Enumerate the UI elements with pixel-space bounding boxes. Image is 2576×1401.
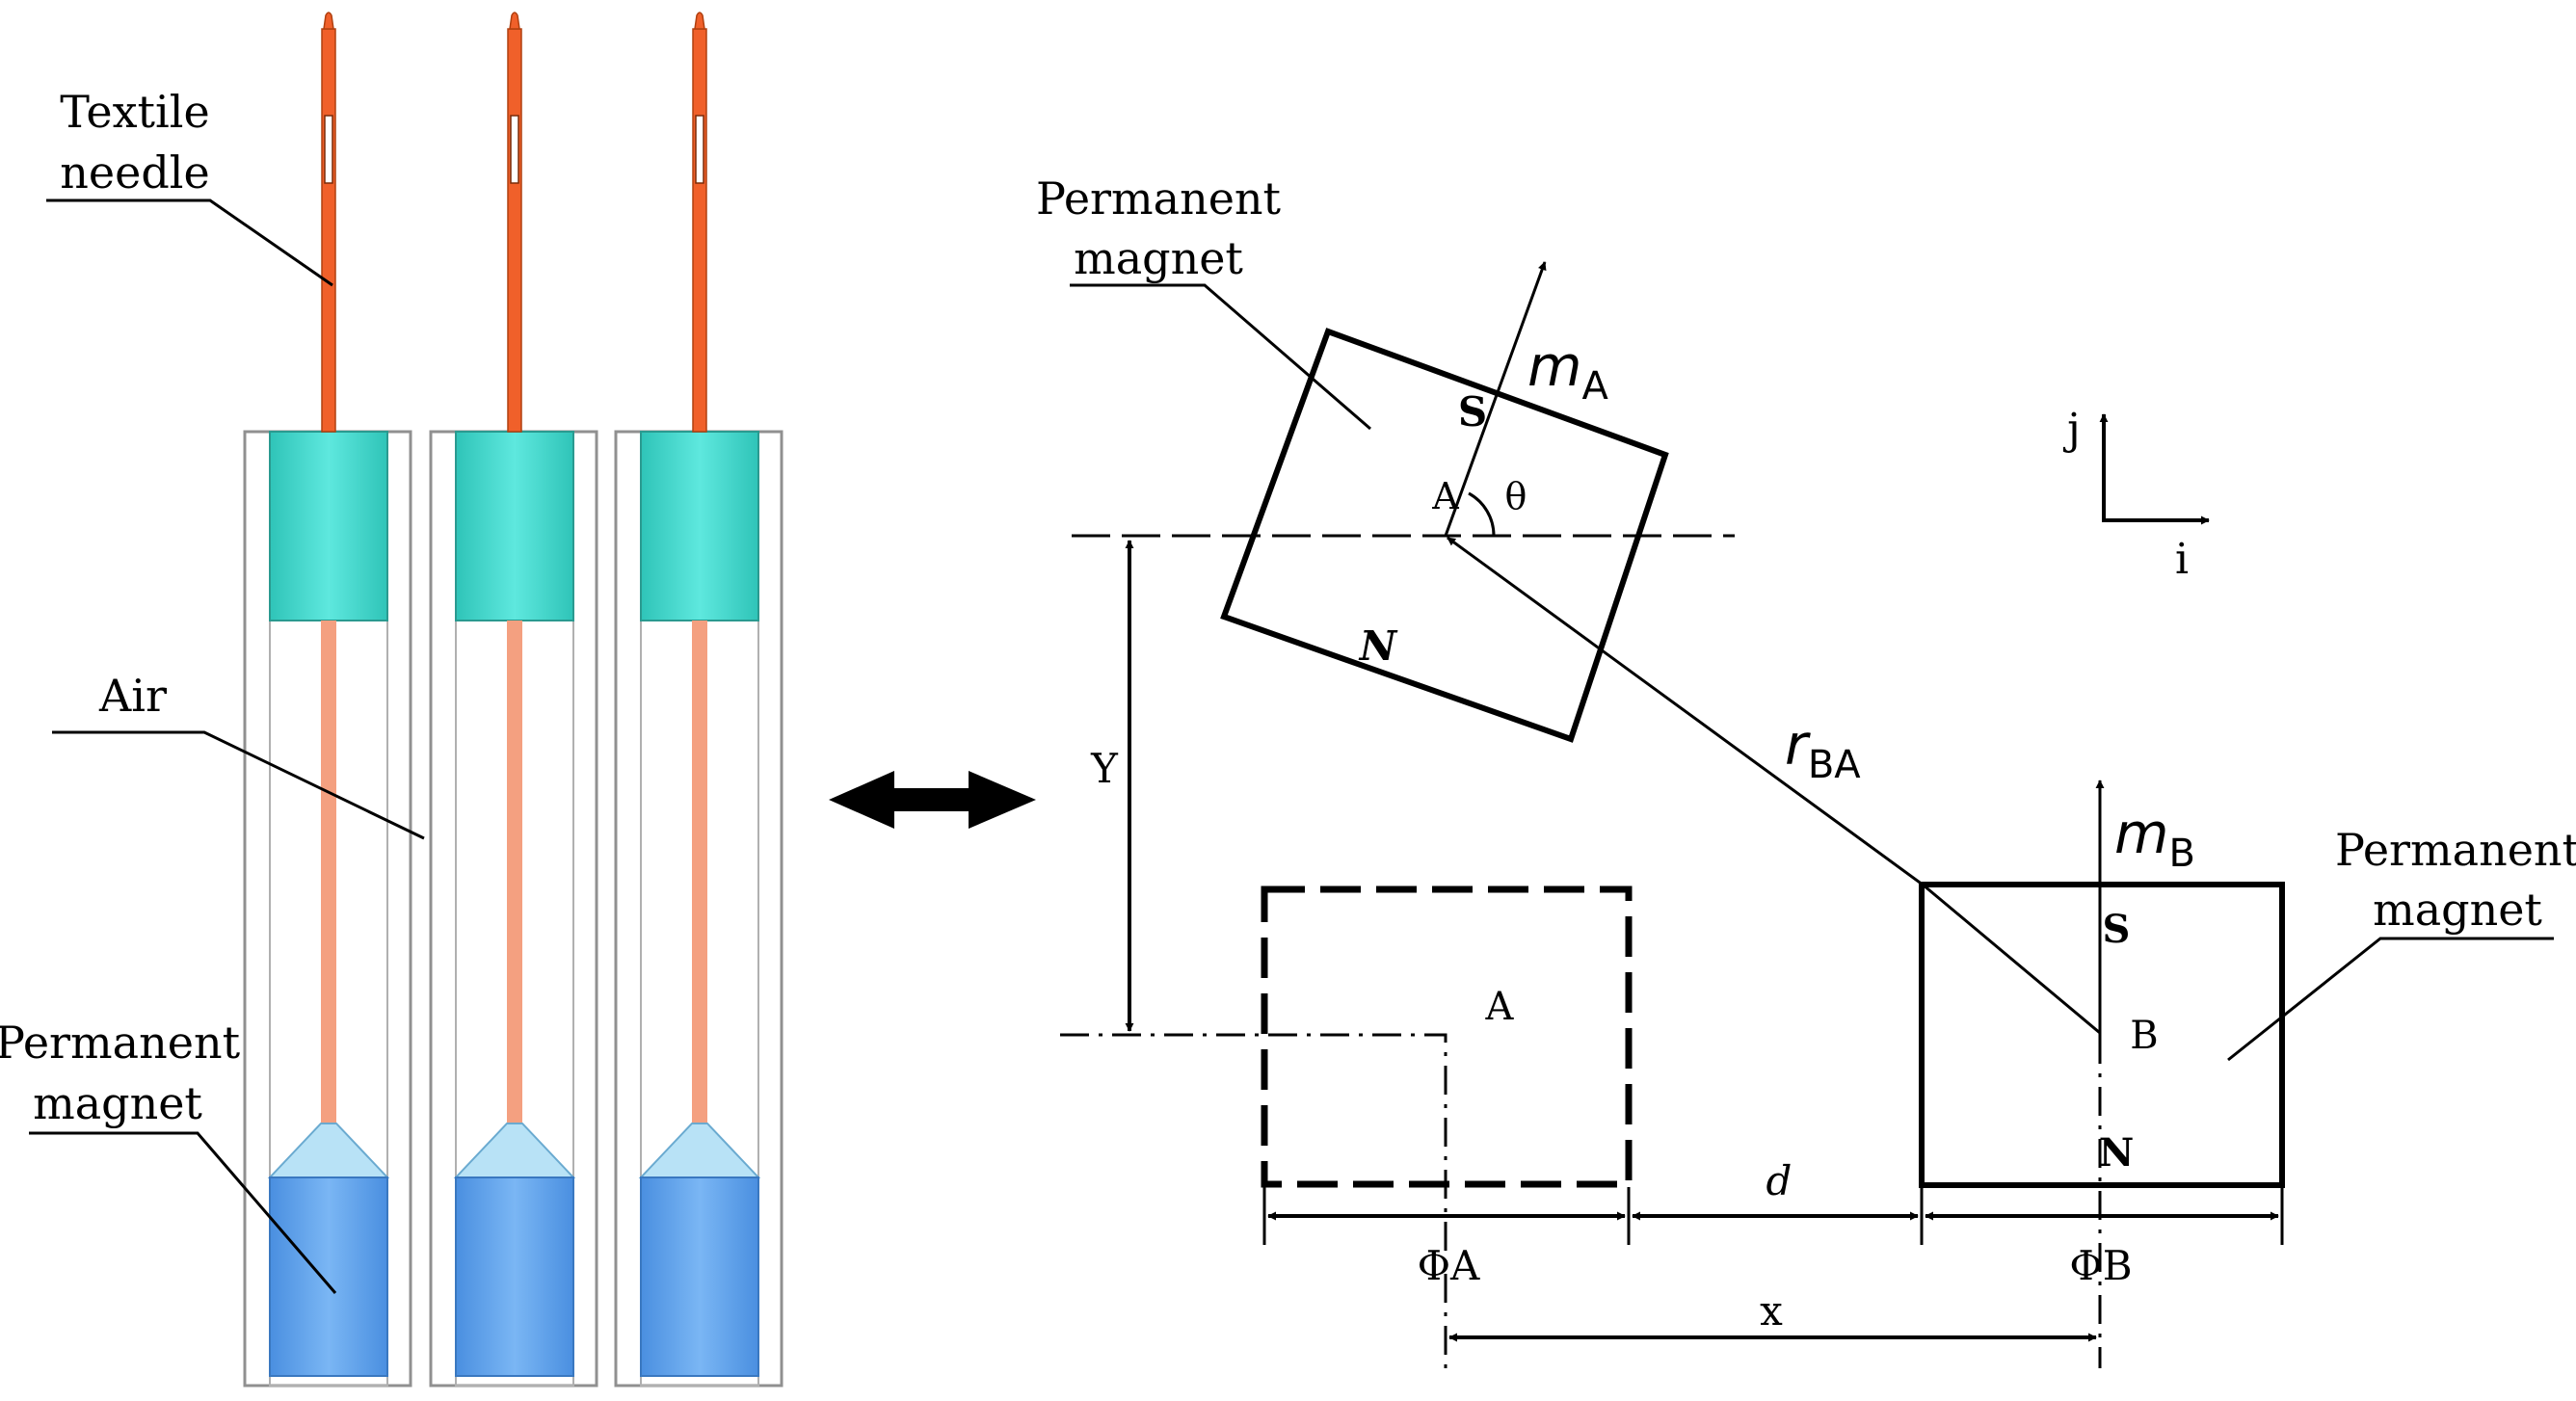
point-b-label: B	[2130, 1014, 2158, 1058]
magnet-b-label-line1: Permanent	[2335, 824, 2576, 876]
dim-y-label: Y	[1090, 745, 1119, 792]
magnet-a-label-line2: magnet	[1074, 232, 1243, 284]
needle-cap	[455, 431, 574, 621]
needle-leader-line	[46, 198, 333, 287]
needle-cone	[267, 1123, 390, 1178]
needle-rod	[692, 621, 707, 1125]
pole-s-b: S	[2103, 907, 2131, 952]
theta-label: θ	[1505, 475, 1527, 517]
needle-cone	[453, 1123, 576, 1178]
pole-n-a: N	[1358, 622, 1398, 670]
pole-s-a: S	[1458, 388, 1487, 436]
needle-shaft	[321, 28, 336, 433]
needle-shaft	[692, 28, 707, 433]
dim-phi-a-label: ΦA	[1418, 1242, 1480, 1289]
magnet-a-label-line1: Permanent	[1036, 172, 1282, 225]
air-leader-line	[52, 730, 425, 840]
left-magnet-label-line2: magnet	[33, 1077, 202, 1129]
point-a-dashed-label: A	[1485, 985, 1515, 1029]
dim-phi-b-label: ΦB	[2069, 1242, 2132, 1289]
magnet-b	[1919, 882, 2285, 1188]
needle-assembly-2	[429, 12, 598, 1388]
r-ba-vector	[1447, 536, 2101, 1035]
axis-i-label: i	[2175, 535, 2189, 584]
pole-n-b: N	[2099, 1130, 2135, 1176]
m-a-arrow	[1444, 261, 1547, 537]
needle-assembly-1	[243, 12, 412, 1388]
needle-hook	[509, 12, 520, 30]
magnet-b-label-line2: magnet	[2373, 884, 2542, 936]
left-magnet-label-line1: Permanent	[0, 1017, 241, 1069]
dim-d-label: d	[1766, 1157, 1793, 1204]
axis-j-label: j	[2062, 405, 2081, 454]
magnet-b-leader-line	[2227, 937, 2554, 1062]
double-arrow-icon	[829, 771, 1036, 829]
left-magnet-leader-line	[29, 1131, 337, 1294]
needle-hook	[323, 12, 334, 30]
needle-cap	[640, 431, 759, 621]
magnet-a-leader-line	[1070, 283, 1371, 431]
air-label: Air	[98, 670, 167, 722]
r-ba-label: rBA	[1785, 712, 1861, 787]
point-a-label: A	[1431, 475, 1459, 517]
needle-latch	[324, 115, 333, 184]
needle-label-line2: needle	[60, 146, 209, 198]
magnet-cylinder	[640, 1176, 759, 1377]
needle-cone	[638, 1123, 761, 1178]
reference-line-a-original	[1060, 1033, 1447, 1368]
needle-latch	[510, 115, 519, 184]
magnet-cylinder	[269, 1176, 388, 1377]
dim-x-label: x	[1760, 1287, 1783, 1335]
needle-shaft	[507, 28, 522, 433]
needle-cap	[269, 431, 388, 621]
needle-latch	[695, 115, 704, 184]
m-b-label: mB	[2114, 801, 2195, 876]
m-a-label: mA	[1527, 333, 1609, 409]
magnet-cylinder	[455, 1176, 574, 1377]
needle-assembly-3	[614, 12, 783, 1388]
magnet-a-rotated	[1220, 328, 1669, 743]
needle-rod	[507, 621, 522, 1125]
needle-label-line1: Textile	[60, 86, 209, 138]
theta-arc	[1468, 491, 1496, 537]
needle-hook	[694, 12, 705, 30]
needle-rod	[321, 621, 336, 1125]
